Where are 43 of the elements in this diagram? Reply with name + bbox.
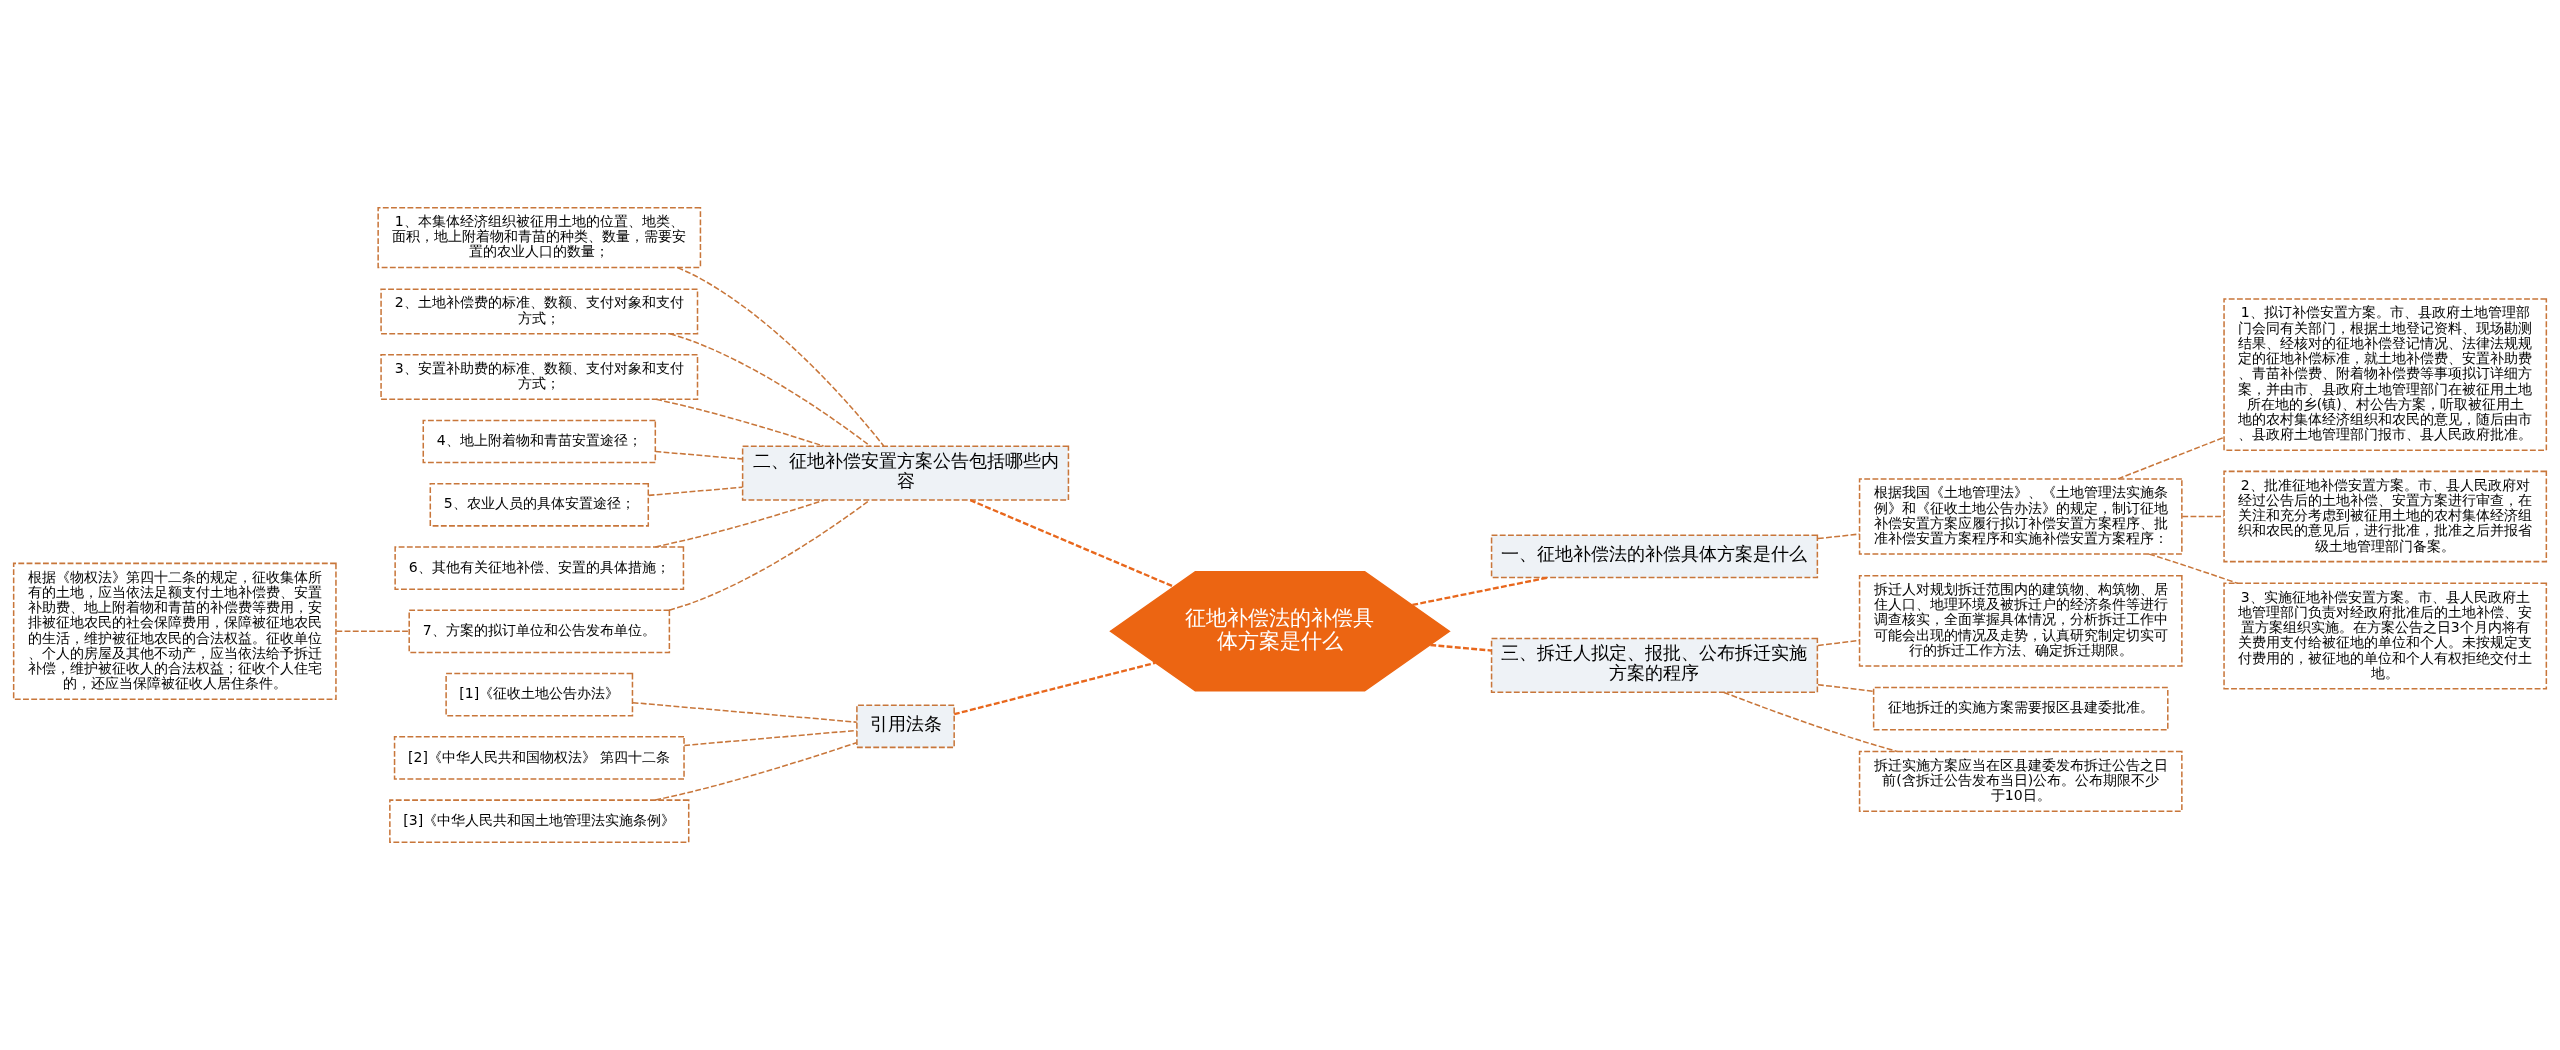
node-box: 1、本集体经济组织被征用土地的位置、地类、面积，地上附着物和青苗的种类、数量，需要安置的农业人口的数量； — [377, 206, 702, 269]
connector — [655, 398, 825, 447]
node-box: 3、安置补助费的标准、数额、支付对象和支付方式； — [380, 354, 699, 401]
node-box: 拆迁实施方案应当在区县建委发布拆迁公告之日前(含拆迁公告发布当日)公布。公布期限不少于10日。 — [1858, 750, 2183, 812]
connector — [969, 499, 1175, 588]
connector — [1412, 576, 1549, 607]
node-box: 二、征地补偿安置方案公告包括哪些内容 — [741, 445, 1070, 501]
node-box: [3]《中华人民共和国土地管理法实施条例》 — [389, 799, 690, 844]
node-box: [1]《征收土地公告办法》 — [445, 672, 634, 717]
node-box: 拆迁人对规划拆迁范围内的建筑物、构筑物、居住人口、地理环境及被拆迁户的经济条件等进行调查核实，全面掌握具体情况，分析拆迁工作中可能会出现的情况及走势，认真研究制定切实可行的拆迁工作方法、确定拆迁期限。 — [1858, 574, 2183, 667]
connector — [632, 701, 858, 723]
node-box: 引用法条 — [856, 704, 955, 749]
connector — [683, 729, 858, 747]
connector — [2117, 436, 2225, 480]
node-box: 三、拆迁人拟定、报批、公布拆迁实施方案的程序 — [1490, 637, 1819, 694]
node-box: 根据我国《土地管理法》、《土地管理法实施条例》和《征收土地公告办法》的规定，制订征地补偿安置方案应履行拟订补偿安置方案程序、批准补偿安置方案程序和实施补偿安置方案程序： — [1858, 478, 2183, 555]
connector — [676, 266, 885, 447]
connector — [1430, 643, 1492, 652]
connector — [335, 630, 410, 633]
connector — [654, 450, 744, 460]
node-box: 5、农业人员的具体安置途径； — [429, 482, 650, 527]
node-box: 一、征地补偿法的补偿具体方案是什么 — [1490, 534, 1819, 579]
connector — [654, 499, 825, 548]
node-box: 征地拆迁的实施方案需要报区县建委批准。 — [1872, 686, 2169, 731]
connector — [669, 333, 872, 447]
node-box: 2、土地补偿费的标准、数额、支付对象和支付方式； — [380, 288, 699, 335]
node-box: 根据《物权法》第四十二条的规定，征收集体所有的土地，应当依法足额支付土地补偿费、安置补助费、地上附着物和青苗的补偿费等费用，安排被征地农民的社会保障费用，保障被征地农民的生活，维护被征地农民的合法权益。征收单位、个人的房屋及其他不动产，应当依法给予拆迁补偿，维护被征收人的合法权益；征收个人住宅的，还应当保障被征收人居住条件。 — [12, 562, 337, 701]
connector — [2181, 515, 2225, 518]
node-box: 2、批准征地补偿安置方案。市、县人民政府对经过公告后的土地补偿、安置方案进行审查，在关注和充分考虑到被征用土地的农村集体经济组织和农民的意见后，进行批准，批准之后并报省级土地管理部门备案。 — [2223, 470, 2548, 563]
connector — [654, 741, 858, 801]
node-box: 1、拟订补偿安置方案。市、县政府土地管理部门会同有关部门，根据土地登记资料、现场勘测结果、经核对的征地补偿登记情况、法律法规规定的征地补偿标准，就土地补偿费、安置补助费、青苗补偿费、附着物补偿费等事项拟订详细方案，并由市、县政府土地管理部门在被征用土地所在地的乡(镇)、村公告方案，听取被征用土地的农村集体经济组织和农民的意见，随后由市、县政府土地管理部门报市、县人民政府批准。 — [2223, 298, 2548, 452]
connector — [668, 499, 871, 611]
node-box: 4、地上附着物和青苗安置途径； — [422, 419, 657, 464]
connector — [1817, 533, 1861, 540]
node-box: [2]《中华人民共和国物权法》 第四十二条 — [393, 736, 685, 780]
node-box: 7、方案的拟订单位和公告发布单位。 — [408, 609, 671, 654]
node-box: 6、其他有关征地补偿、安置的具体措施； — [394, 546, 685, 590]
connector — [1817, 683, 1874, 692]
connector — [953, 661, 1156, 716]
connector — [647, 486, 744, 497]
connector — [2148, 553, 2239, 585]
node-box: 3、实施征地补偿安置方案。市、县人民政府土地管理部门负责对经政府批准后的土地补偿、安置方案组织实施。在方案公告之日3个月内将有关费用支付给被征地的单位和个人。未按规定支付费用的，被征地的单位和个人有权拒绝交付土地。 — [2223, 582, 2548, 690]
connector — [1817, 639, 1861, 647]
